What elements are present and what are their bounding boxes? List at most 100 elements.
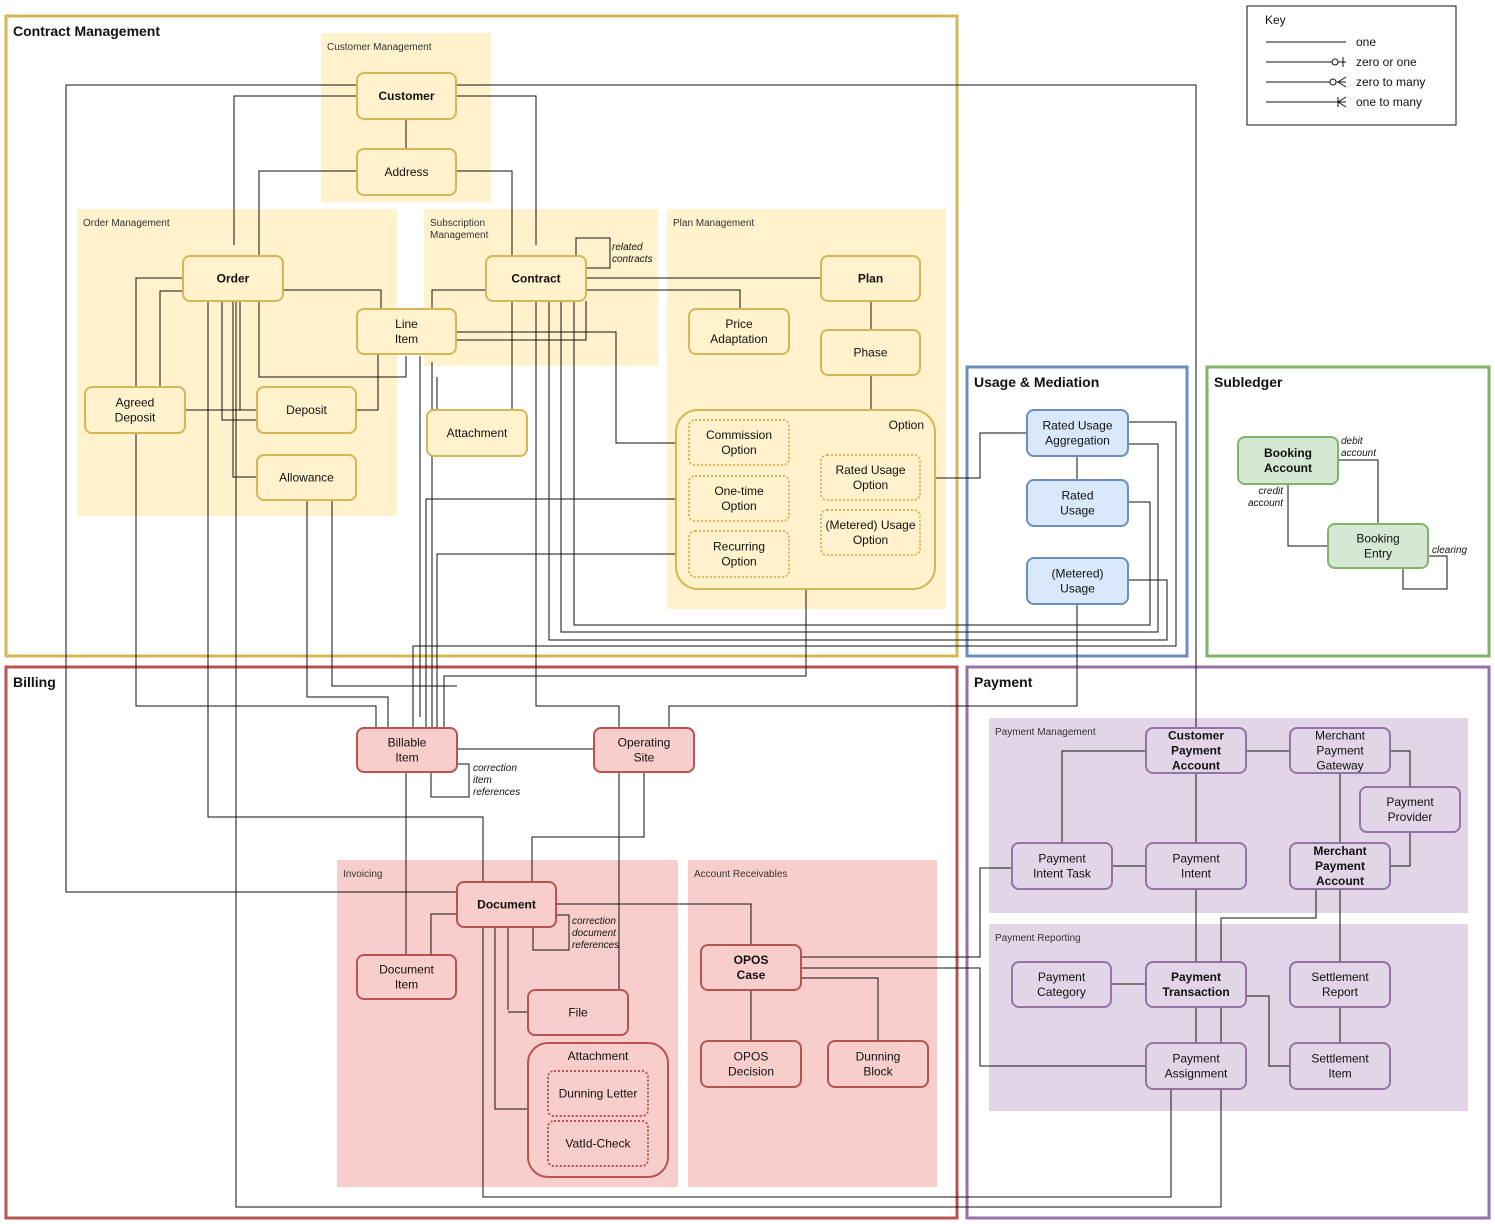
entity-box[interactable] (1359, 786, 1461, 833)
entity-box[interactable] (1011, 842, 1113, 890)
entity-address[interactable]: Address (356, 148, 457, 196)
entity-dunning-letter[interactable]: Dunning Letter (547, 1070, 649, 1117)
entity-box[interactable] (256, 454, 357, 501)
option-box[interactable] (688, 475, 790, 522)
entity-box[interactable] (1145, 1042, 1247, 1090)
entity-contract[interactable]: Contract (485, 255, 587, 302)
entity-box[interactable] (1237, 436, 1339, 485)
entity-vatid-check[interactable]: VatId-Check (547, 1120, 649, 1167)
entity-box[interactable] (1145, 727, 1247, 774)
entity-label-operating-site: Operating (618, 736, 671, 750)
entity-box[interactable] (1026, 479, 1129, 527)
entity-box[interactable] (1026, 557, 1129, 605)
entity-box[interactable] (1289, 961, 1391, 1008)
entity-allowance[interactable]: Allowance (256, 454, 357, 501)
entity-plan[interactable]: Plan (820, 255, 921, 302)
attachment-box[interactable] (547, 1120, 649, 1167)
entity-box[interactable] (1289, 842, 1391, 890)
entity-box[interactable] (1011, 961, 1112, 1008)
entity-deposit[interactable]: Deposit (256, 386, 357, 434)
option-box[interactable] (688, 530, 790, 578)
entity-metered-usage[interactable]: (Metered)Usage (1026, 557, 1129, 605)
option-box[interactable] (820, 454, 921, 501)
entity-box[interactable] (356, 954, 457, 1000)
subarea-title-subscription-management: Management (430, 230, 489, 241)
entity-box[interactable] (182, 255, 284, 302)
note-credit-account: credit (1259, 486, 1285, 497)
entity-box[interactable] (827, 1040, 929, 1088)
option-box[interactable] (688, 419, 790, 466)
entity-box[interactable] (1145, 842, 1247, 890)
entity-box[interactable] (426, 409, 528, 457)
entity-box[interactable] (84, 386, 186, 434)
entity-box[interactable] (1289, 727, 1391, 774)
entity-box[interactable] (1327, 523, 1429, 569)
entity-box[interactable] (1289, 1042, 1391, 1090)
entity-box[interactable] (820, 329, 921, 376)
entity-box[interactable] (356, 308, 457, 355)
entity-customer[interactable]: Customer (356, 72, 457, 120)
entity-label-price-adaptation: Price (725, 317, 753, 331)
entity-file[interactable]: File (527, 989, 629, 1036)
entity-box[interactable] (356, 727, 458, 773)
option-box[interactable] (820, 509, 921, 556)
relationship-line (258, 170, 357, 256)
entity-document[interactable]: Document (456, 881, 557, 928)
entity-box[interactable] (256, 386, 357, 434)
entity-box[interactable] (700, 1040, 802, 1088)
entity-box[interactable] (356, 72, 457, 120)
entity-label-one-time-option: Option (721, 499, 756, 513)
entity-box[interactable] (356, 148, 457, 196)
relationship-line (548, 301, 1168, 641)
entity-attachment-contract[interactable]: Attachment (426, 409, 528, 457)
entity-label-one-time-option: One-time (714, 484, 764, 498)
note-related-contracts: contracts (612, 254, 653, 265)
entity-label-opos-case: OPOS (734, 953, 769, 967)
entity-box[interactable] (485, 255, 587, 302)
entity-box[interactable] (593, 727, 695, 773)
entity-box[interactable] (456, 881, 557, 928)
entity-box[interactable] (688, 308, 790, 355)
entity-label-recurring-option: Recurring (713, 540, 765, 554)
entity-box[interactable] (527, 989, 629, 1036)
entity-box[interactable] (1026, 409, 1129, 457)
attachment-box[interactable] (547, 1070, 649, 1117)
relationship-line (1338, 459, 1379, 524)
entity-order[interactable]: Order (182, 255, 284, 302)
entity-box[interactable] (820, 255, 921, 302)
entity-box[interactable] (1145, 961, 1247, 1008)
entity-phase[interactable]: Phase (820, 329, 921, 376)
entity-box[interactable] (700, 944, 802, 991)
